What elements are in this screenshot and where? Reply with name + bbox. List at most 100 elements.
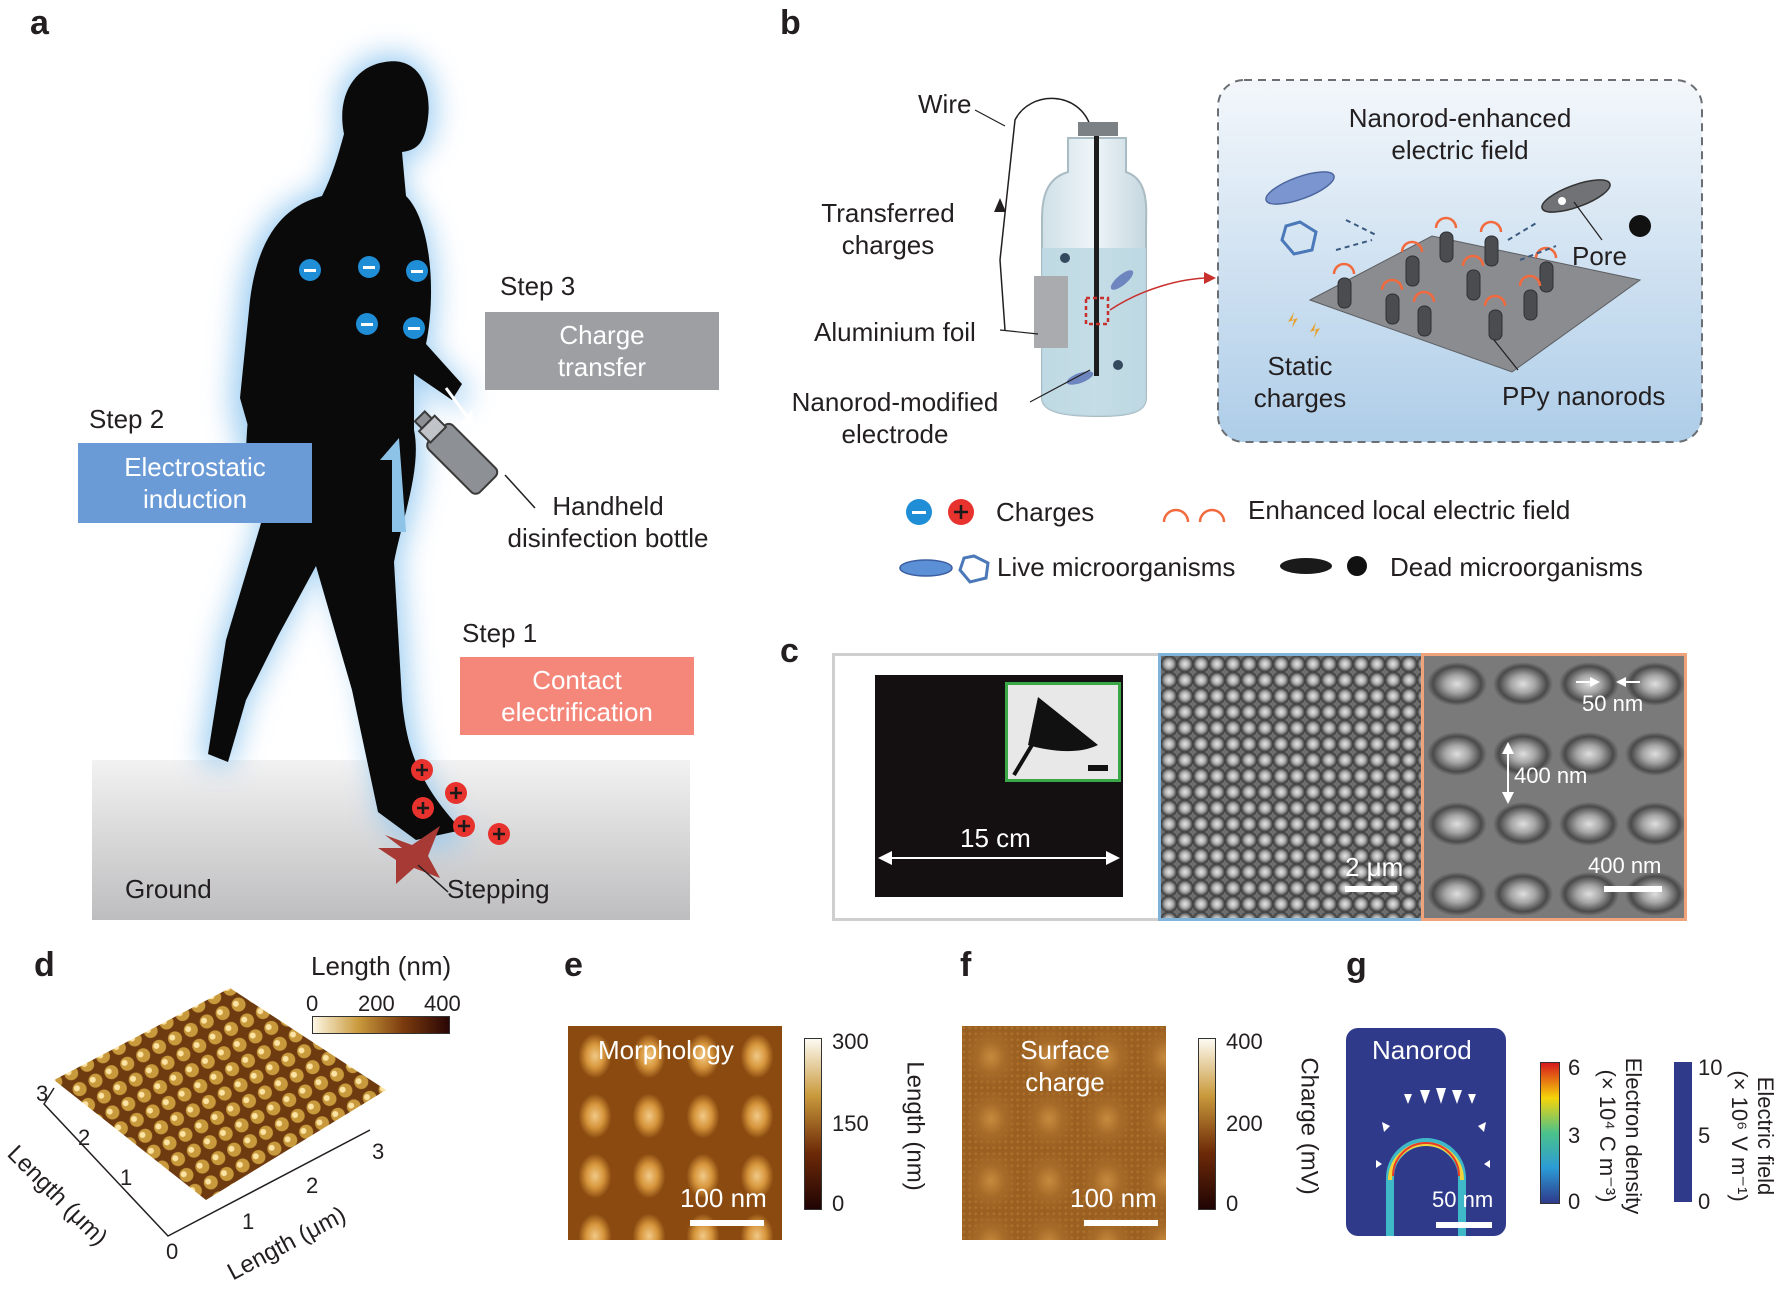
morphology-scale-label: 100 nm bbox=[680, 1183, 767, 1213]
step1-label: Step 1 bbox=[462, 618, 538, 648]
panel-label-a: a bbox=[30, 4, 49, 42]
d-xtick-1: 1 bbox=[242, 1209, 255, 1234]
field-tick-2: 0 bbox=[1698, 1189, 1711, 1214]
up-arrow-icon bbox=[380, 438, 406, 532]
dead-bacterium-icon bbox=[1541, 179, 1611, 213]
field-title-line1: Nanorod-enhanced bbox=[1348, 103, 1572, 133]
simulation-box bbox=[1346, 1028, 1506, 1236]
field-label-line2: (× 10⁶ V m⁻¹) bbox=[1727, 1070, 1752, 1202]
legend-dead: Dead microorganisms bbox=[1390, 552, 1643, 582]
d-ytick-1: 1 bbox=[120, 1165, 133, 1190]
bottle-label-line2: disinfection bottle bbox=[507, 523, 709, 553]
static-charges-label: Static charges bbox=[1240, 350, 1360, 414]
afm-morphology-image bbox=[568, 1026, 782, 1240]
wire bbox=[999, 97, 1092, 331]
stepping-star-icon bbox=[378, 826, 440, 884]
live-virus-icon bbox=[1280, 220, 1318, 256]
step1-box-line2: electrification bbox=[501, 697, 653, 727]
colorbar-field bbox=[1674, 1062, 1692, 1202]
field-title-line2: electric field bbox=[1391, 135, 1529, 165]
density-label-line1: Electron density bbox=[1621, 1057, 1646, 1215]
density-tick-1: 3 bbox=[1568, 1123, 1581, 1148]
d-ytick-2: 2 bbox=[78, 1125, 91, 1150]
density-label: Electron density (× 10⁴ C m⁻³) bbox=[1594, 1036, 1646, 1236]
positive-charges bbox=[411, 759, 510, 845]
colorbar-f bbox=[1198, 1038, 1216, 1210]
legend-field: Enhanced local electric field bbox=[1248, 495, 1571, 525]
scale-mid-label: 2 μm bbox=[1345, 852, 1404, 882]
panel-label-g: g bbox=[1346, 946, 1367, 984]
afm-charge-image bbox=[962, 1026, 1166, 1240]
step1-box: Contact electrification bbox=[460, 657, 694, 735]
d-origin: 0 bbox=[166, 1239, 179, 1264]
panel-label-e: e bbox=[564, 946, 583, 984]
step3-box-line1: Charge bbox=[559, 320, 645, 350]
nanorod-scale-label: 50 nm bbox=[1432, 1187, 1494, 1212]
cb-e-tick-2: 0 bbox=[832, 1191, 845, 1216]
pore-label: Pore bbox=[1572, 241, 1627, 271]
legend-live: Live microorganisms bbox=[997, 552, 1236, 582]
morphology-scale-bar bbox=[690, 1220, 764, 1226]
scale-bar-right bbox=[1604, 886, 1662, 892]
live-bacterium-icon bbox=[1265, 171, 1335, 205]
inset-drawing bbox=[1012, 697, 1108, 777]
electrode-line2: electrode bbox=[841, 419, 949, 449]
size-label: 15 cm bbox=[960, 823, 1031, 853]
legend-charges: Charges bbox=[996, 497, 1095, 527]
nanorods bbox=[1337, 231, 1554, 341]
static-line2: charges bbox=[1253, 383, 1347, 413]
step1-box-line1: Contact bbox=[532, 665, 622, 695]
field-label: Electric field (× 10⁶ V m⁻¹) bbox=[1726, 1036, 1778, 1236]
colorbar-tick-d-1: 200 bbox=[358, 991, 395, 1016]
step3-label: Step 3 bbox=[500, 271, 576, 301]
panel-label-b: b bbox=[780, 4, 801, 42]
ppy-plate bbox=[1308, 235, 1642, 373]
transferred-line1: Transferred bbox=[821, 198, 955, 228]
density-tick-2: 0 bbox=[1568, 1189, 1581, 1214]
step2-box-line1: Electrostatic bbox=[124, 452, 266, 482]
d-xtick-3: 3 bbox=[372, 1139, 385, 1164]
step2-label: Step 2 bbox=[89, 404, 165, 434]
gap-label: 50 nm bbox=[1582, 691, 1644, 716]
cb-e-tick-0: 300 bbox=[832, 1029, 869, 1054]
step2-box-line2: induction bbox=[142, 484, 248, 514]
cb-f-tick-0: 400 bbox=[1226, 1029, 1263, 1054]
electrode-label: Nanorod-modified electrode bbox=[780, 386, 1010, 450]
colorbar-tick-d-0: 0 bbox=[306, 991, 319, 1016]
panel-label-f: f bbox=[960, 946, 972, 984]
step2-box: Electrostatic induction bbox=[78, 443, 312, 523]
colorbar-e bbox=[804, 1038, 822, 1210]
dead-virus-icon bbox=[1629, 215, 1651, 237]
scale-right-label: 400 nm bbox=[1588, 853, 1662, 878]
cb-f-tick-2: 0 bbox=[1226, 1191, 1239, 1216]
scale-bar-mid bbox=[1345, 886, 1397, 892]
d-xtick-2: 2 bbox=[306, 1173, 319, 1198]
bottle-label-line1: Handheld bbox=[552, 491, 664, 521]
morphology-title: Morphology bbox=[598, 1035, 734, 1065]
charge-scale-label: 100 nm bbox=[1070, 1183, 1157, 1213]
d-ytick-3: 3 bbox=[36, 1081, 49, 1106]
transferred-line2: charges bbox=[841, 230, 935, 260]
panel-label-c: c bbox=[780, 632, 799, 670]
ground-label: Ground bbox=[125, 874, 212, 904]
sem-top-view bbox=[1158, 653, 1424, 921]
nanorod-title: Nanorod bbox=[1372, 1035, 1472, 1065]
sem-tilted-view bbox=[1421, 653, 1687, 921]
wire-label: Wire bbox=[918, 89, 972, 119]
colorbar-density bbox=[1540, 1062, 1560, 1204]
charge-title: Surface charge bbox=[990, 1034, 1140, 1098]
field-title: Nanorod-enhanced electric field bbox=[1340, 102, 1580, 166]
charge-title-line2: charge bbox=[1025, 1067, 1105, 1097]
field-arcs bbox=[1332, 216, 1558, 307]
field-tick-0: 10 bbox=[1698, 1055, 1723, 1080]
human-silhouette bbox=[208, 61, 462, 840]
nanorod-scale-bar bbox=[1436, 1222, 1492, 1228]
density-tick-0: 6 bbox=[1568, 1055, 1581, 1080]
aluminium-foil-label: Aluminium foil bbox=[814, 317, 976, 347]
charge-scale-bar bbox=[1084, 1220, 1158, 1226]
